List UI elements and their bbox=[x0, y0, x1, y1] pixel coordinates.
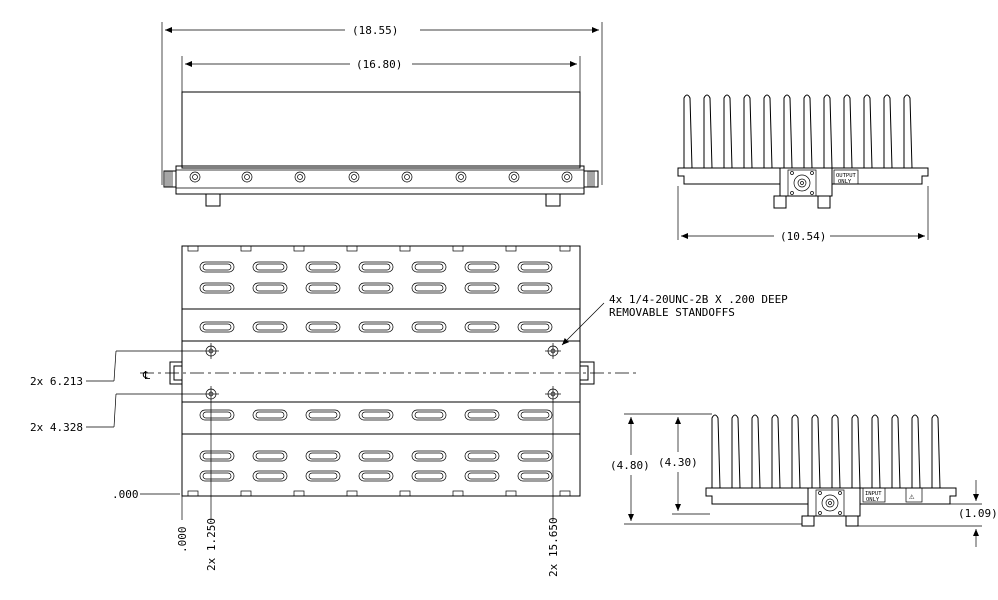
dim-4-328: 2x 4.328 bbox=[30, 421, 83, 434]
dim-15-650: 2x 15.650 bbox=[547, 517, 560, 577]
base-height-dim: (1.09) bbox=[958, 507, 998, 520]
end-view-input: INPUT ONLY ⚠ (4.80) (4.30) (1.09) bbox=[610, 413, 998, 547]
centerline-symbol: ℄ bbox=[142, 369, 150, 382]
body-length-dim: (16.80) bbox=[356, 58, 402, 71]
connector-left bbox=[163, 170, 177, 188]
dim-6-213: 2x 6.213 bbox=[30, 375, 83, 388]
output-only-label-1: OUTPUT bbox=[836, 173, 857, 179]
warning-icon: ⚠ bbox=[909, 492, 915, 502]
dim-origin-y: .000 bbox=[112, 488, 139, 501]
input-only-label-2: ONLY bbox=[866, 497, 880, 503]
output-only-label-2: ONLY bbox=[838, 179, 852, 185]
input-only-label-1: INPUT bbox=[865, 491, 882, 497]
plan-view: ℄ 4x 1/4-20UNC-2B X .200 DEEP REMOVABLE … bbox=[30, 245, 788, 577]
width-dim: (10.54) bbox=[780, 230, 826, 243]
overall-height-dim: (4.80) bbox=[610, 459, 650, 472]
dim-1-250: 2x 1.250 bbox=[205, 518, 218, 571]
fin-height-dim: (4.30) bbox=[658, 456, 698, 469]
dim-origin-x: .000 bbox=[176, 527, 189, 554]
standoff-holes bbox=[203, 343, 561, 402]
vent-slots bbox=[199, 261, 553, 482]
overall-length-dim: (18.55) bbox=[352, 24, 398, 37]
bolt-row bbox=[189, 171, 573, 183]
standoff-callout-line2: REMOVABLE STANDOFFS bbox=[609, 306, 735, 319]
end-view-output: OUTPUT ONLY (10.54) bbox=[677, 94, 929, 243]
top-view: (18.55) (16.80) bbox=[161, 22, 603, 207]
standoff-callout-line1: 4x 1/4-20UNC-2B X .200 DEEP bbox=[609, 293, 788, 306]
connector-right bbox=[583, 170, 599, 188]
